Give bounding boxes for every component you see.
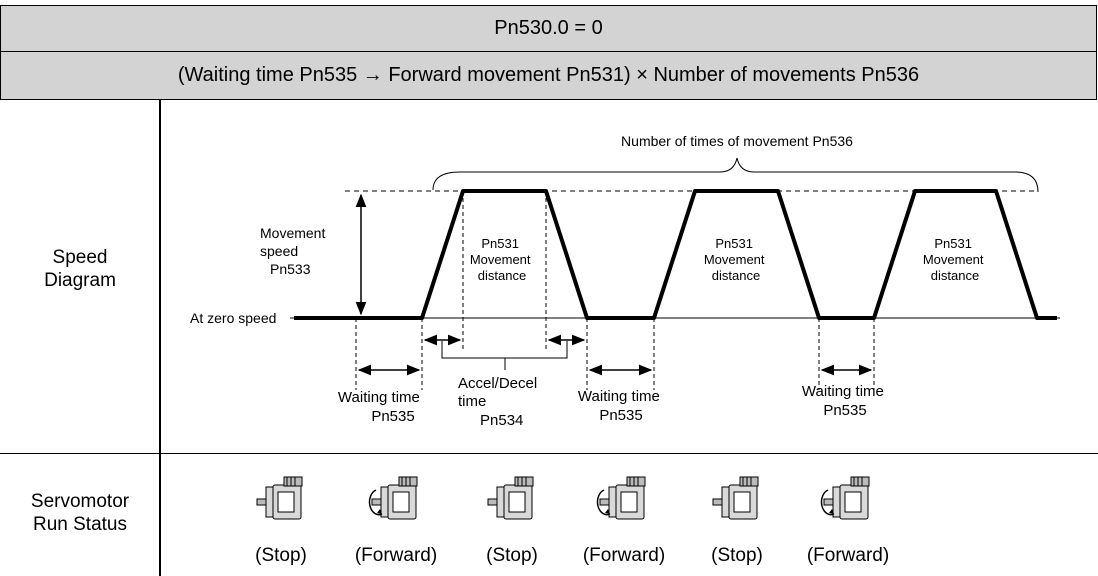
zero-speed-label: At zero speed: [190, 310, 276, 326]
mode-header: Pn530.0 = 0: [0, 5, 1097, 52]
status-label-6: (Forward): [807, 545, 889, 566]
servomotor-forward-icon: [820, 476, 870, 520]
status-label-5: (Stop): [711, 545, 763, 566]
movement-distance-label-2: Pn531 Movement distance: [704, 236, 768, 283]
speed-profile: [294, 189, 1057, 320]
servomotor-stop-icon: [487, 476, 534, 520]
waiting-time-label-1: Waiting time Pn535: [338, 389, 424, 425]
sequence-subtitle: (Waiting time Pn535 → Forward movement P…: [177, 64, 920, 86]
movement-distance-label-3: Pn531 Movement distance: [923, 236, 987, 283]
accel-decel-label: Accel/Decel time Pn534: [458, 375, 541, 429]
timing-guides: [355, 191, 875, 390]
waiting-time-label-3: Waiting time Pn535: [802, 383, 888, 419]
mode-title: Pn530.0 = 0: [494, 17, 603, 39]
run-status-labels: (Stop) (Forward) (Stop) (Forward) (Stop)…: [255, 545, 889, 566]
movement-count-label: Number of times of movement Pn536: [621, 133, 853, 149]
servomotor-stop-icon: [712, 476, 759, 520]
movement-distance-label-1: Pn531 Movement distance: [470, 236, 534, 283]
status-label-4: (Forward): [583, 545, 665, 566]
status-label-3: (Stop): [486, 545, 538, 566]
servomotor-forward-icon: [596, 476, 646, 520]
run-status-label: Servomotor Run Status: [30, 491, 130, 535]
speed-diagram-label: Speed Diagram: [44, 247, 116, 291]
accel-decel-bracket: [441, 341, 568, 370]
waiting-time-label-2: Waiting time Pn535: [578, 388, 664, 424]
status-label-1: (Stop): [255, 545, 307, 566]
sequence-header: (Waiting time Pn535 → Forward movement P…: [0, 51, 1097, 100]
servomotor-icons: [256, 476, 870, 520]
row-divider: [0, 453, 1098, 454]
servomotor-stop-icon: [256, 476, 303, 520]
movement-speed-label: Movement speed Pn533: [260, 225, 329, 277]
column-divider: [159, 100, 161, 576]
status-label-2: (Forward): [355, 545, 437, 566]
movement-count-brace: [432, 157, 1039, 193]
servomotor-forward-icon: [368, 476, 418, 520]
